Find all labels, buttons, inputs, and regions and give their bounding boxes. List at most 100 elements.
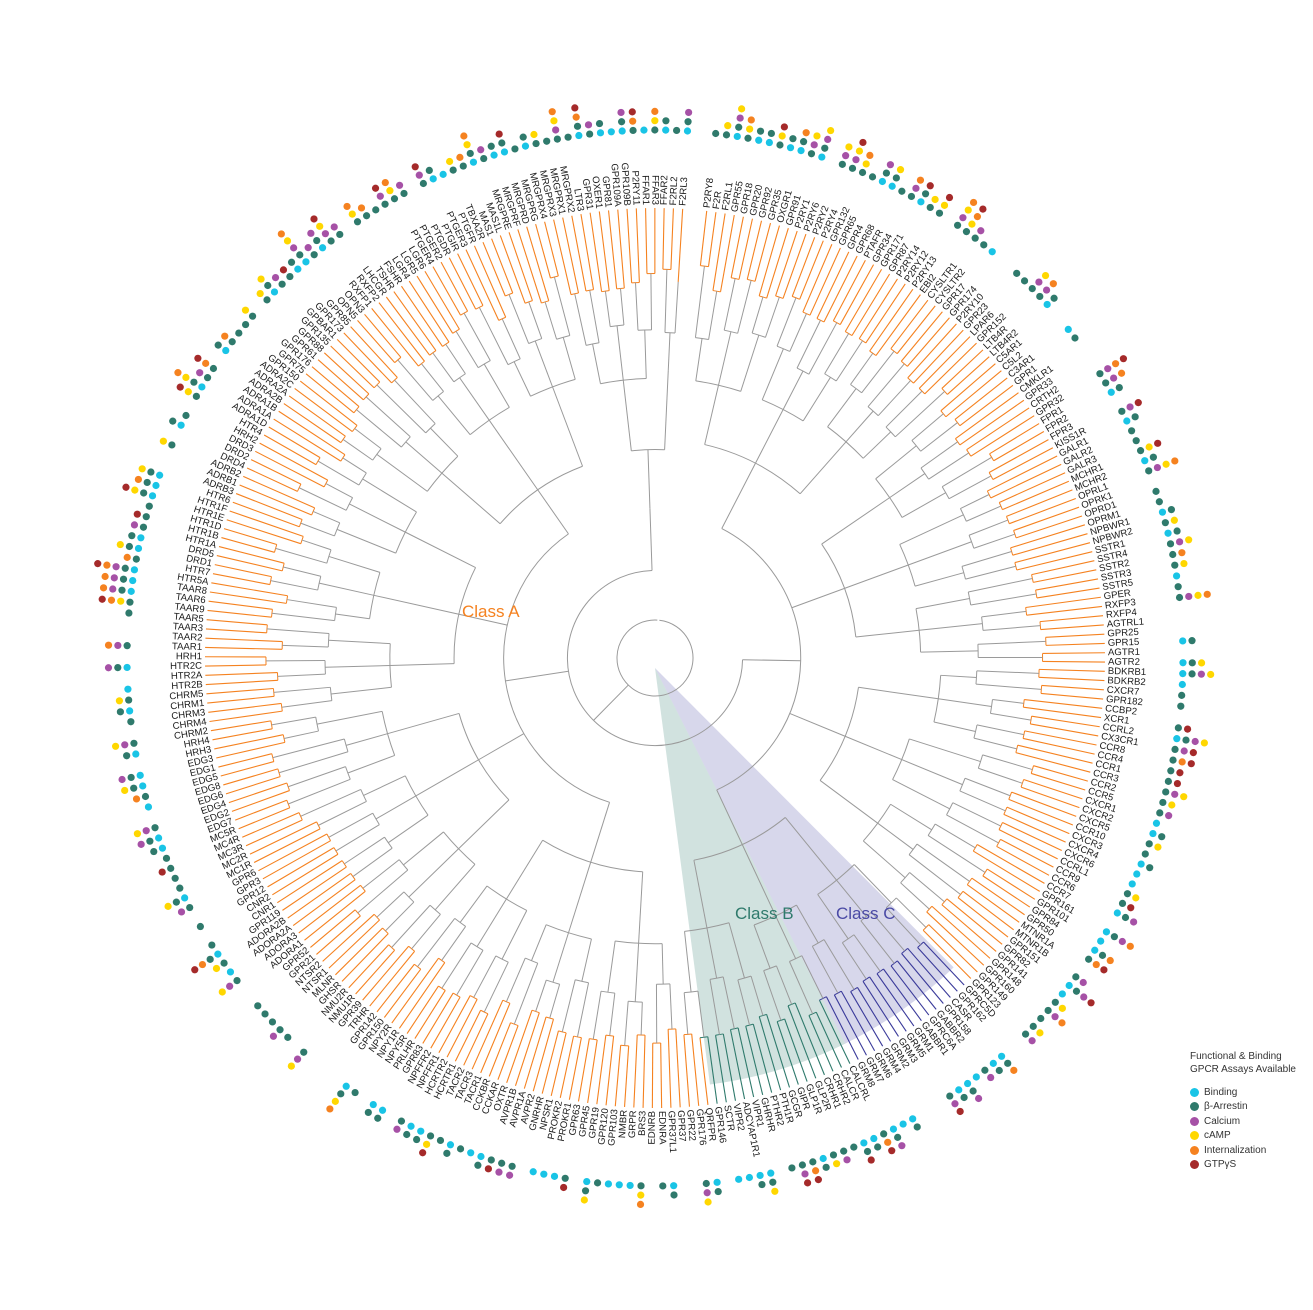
assay-dot (104, 664, 113, 672)
assay-dot (1171, 561, 1179, 569)
tree-branch (573, 1035, 582, 1039)
tree-branch (808, 1015, 834, 1072)
tree-branch (277, 860, 343, 904)
tree-branch (614, 1045, 622, 1107)
assay-dot (1162, 460, 1170, 468)
assay-dot (977, 227, 985, 235)
tree-branch (766, 1014, 791, 1088)
assay-dot (1028, 284, 1036, 293)
assay-dot (801, 1170, 809, 1178)
receptor-label: P2RY11 (629, 170, 641, 205)
tree-branch (596, 1035, 607, 1105)
assay-dot (125, 696, 133, 704)
tree-branch (876, 968, 884, 975)
tree-branch (365, 396, 411, 438)
tree-branch (411, 914, 441, 950)
assay-dot (1188, 659, 1196, 667)
tree-branch (791, 237, 816, 297)
receptor-label: DRD1 (185, 553, 213, 569)
assay-dot (714, 1187, 722, 1196)
tree-branch (550, 275, 559, 279)
tree-branch (836, 879, 867, 917)
tree-branch (1042, 652, 1105, 655)
receptor-label: LTR3 (571, 188, 586, 212)
assay-dot (268, 1018, 277, 1026)
assay-dot (127, 773, 135, 782)
tree-branch (920, 441, 958, 469)
tree-branch (446, 999, 478, 1058)
tree-branch (916, 843, 970, 882)
assay-dot (155, 834, 163, 842)
tree-branch (480, 1003, 511, 1074)
tree-branch (911, 413, 944, 441)
assay-dot (131, 486, 139, 494)
tree-branch (738, 218, 754, 280)
tree-branch (488, 419, 539, 491)
tree-branch (670, 208, 674, 270)
tree-branch (459, 377, 490, 421)
assay-dot (293, 1055, 302, 1063)
tree-branch (209, 591, 287, 604)
assay-dot (1185, 592, 1193, 601)
assay-dot (637, 1182, 645, 1190)
tree-branch (764, 296, 780, 338)
assay-dot (104, 641, 113, 649)
tree-branch (456, 950, 484, 996)
tree-branch (853, 934, 881, 972)
assay-dot (151, 824, 159, 832)
tree-branch (534, 340, 554, 388)
receptor-label: TAAR9 (174, 601, 205, 615)
tree-branch (699, 1037, 709, 1105)
assay-dot (307, 229, 315, 237)
assay-dot (140, 489, 148, 497)
receptor-label: BDKRB1 (1108, 666, 1147, 678)
assay-dot (789, 135, 797, 143)
tree-branch (1015, 515, 1083, 539)
tree-branch (387, 712, 460, 735)
assay-dot (651, 107, 659, 116)
tree-branch (488, 1022, 512, 1077)
assay-dot (1136, 447, 1145, 455)
assay-dot (724, 122, 732, 130)
tree-branch (558, 1030, 567, 1034)
tree-branch (403, 831, 444, 866)
tree-branch (763, 970, 782, 1021)
assay-dot (580, 1196, 588, 1204)
assay-dot (1123, 890, 1132, 898)
assay-dot (1178, 549, 1186, 557)
receptor-label: SCTR (721, 1104, 736, 1132)
tree-branch (277, 673, 326, 677)
assay-dot (981, 1066, 989, 1074)
assay-dot (670, 1191, 678, 1199)
receptor-label: GPR109A (608, 163, 623, 208)
assay-dot (103, 561, 111, 569)
assay-dot (114, 641, 122, 650)
tree-branch (792, 295, 800, 300)
tree-branch (304, 890, 366, 941)
assay-dot (758, 1180, 766, 1189)
legend-item-binding: Binding (1190, 1085, 1310, 1100)
assay-dot (1167, 767, 1175, 775)
tree-branch (301, 539, 332, 551)
assay-dot (1051, 998, 1059, 1006)
assay-dot (381, 200, 389, 208)
tree-branch (957, 897, 1009, 938)
tree-branch (871, 911, 906, 952)
tree-branch (1035, 589, 1038, 598)
assay-dot (863, 1147, 872, 1156)
tree-branch (989, 423, 1040, 455)
tree-branch (928, 924, 978, 973)
tree-branch (695, 338, 703, 381)
assay-dot (302, 258, 310, 266)
tree-branch (589, 212, 603, 292)
assay-dot (838, 160, 846, 168)
tree-branch (271, 609, 273, 618)
receptor-label: TAAR8 (176, 582, 208, 597)
tree-branch (285, 595, 289, 604)
tree-branch (862, 976, 870, 982)
tree-branch (684, 931, 692, 993)
tree-branch (861, 350, 895, 394)
tree-branch (354, 428, 382, 450)
assay-dot (164, 902, 172, 910)
assay-dot (132, 750, 140, 758)
